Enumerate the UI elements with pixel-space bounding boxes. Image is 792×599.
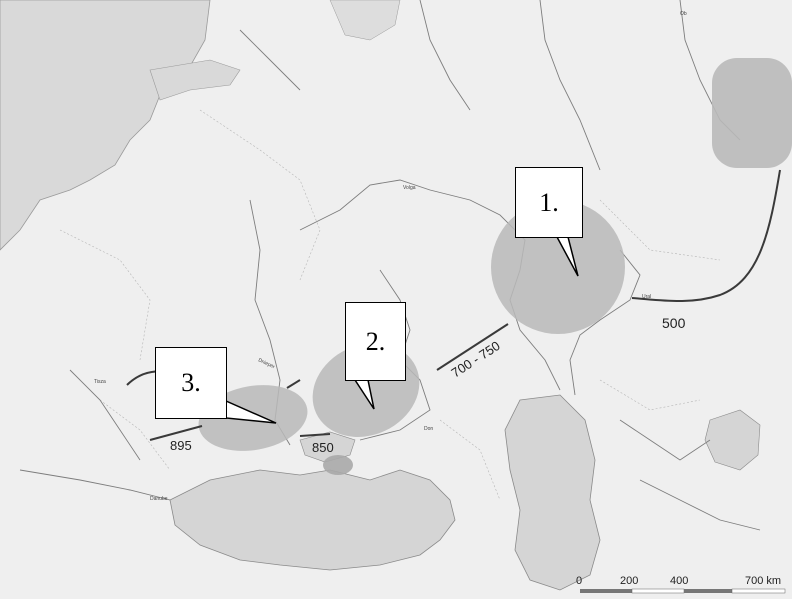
settlement-regions (198, 58, 792, 475)
river-label-tisza: Tisza (94, 379, 106, 385)
river-label-dnieper: Dnieper (257, 357, 276, 370)
scale-tick-700: 700 km (745, 575, 781, 587)
origin-area (712, 58, 792, 168)
callout-1: 1. (515, 167, 583, 238)
scale-tick-0: 0 (576, 575, 582, 587)
ural-river (569, 249, 641, 396)
river-label-volga: Volga (403, 185, 416, 191)
route-dnieper-link (286, 379, 301, 389)
date-label-500: 500 (662, 315, 686, 331)
callout-3: 3. (155, 347, 227, 419)
date-label-850: 850 (312, 440, 334, 455)
scale-tick-400: 400 (670, 575, 688, 587)
river-label-don: Don (424, 426, 433, 432)
river-label-danube: Danube (150, 496, 168, 502)
gulf-of-finland (149, 59, 241, 101)
caspian-sea (504, 394, 601, 591)
scale-bar: 0 200 400 700 km (576, 575, 786, 594)
volga-river (299, 179, 561, 391)
scale-tick-200: 200 (620, 575, 638, 587)
river-label-ob: Ob (680, 11, 687, 17)
callout-2: 2. (345, 302, 406, 381)
route-700-750 (436, 323, 509, 371)
sea-of-azov (299, 431, 356, 463)
route-895 (149, 425, 203, 441)
borders (59, 109, 721, 501)
route-850 (299, 433, 331, 437)
white-sea (329, 0, 401, 41)
aral-sea (704, 409, 761, 471)
baltic-sea (0, 0, 211, 251)
black-sea (169, 469, 456, 571)
route-500 (631, 169, 781, 302)
river-label-ural: Ural (642, 294, 651, 300)
tisza-river (69, 369, 141, 461)
crimea-area (323, 455, 353, 475)
danube-river (19, 469, 171, 501)
date-label-895: 895 (170, 438, 192, 453)
